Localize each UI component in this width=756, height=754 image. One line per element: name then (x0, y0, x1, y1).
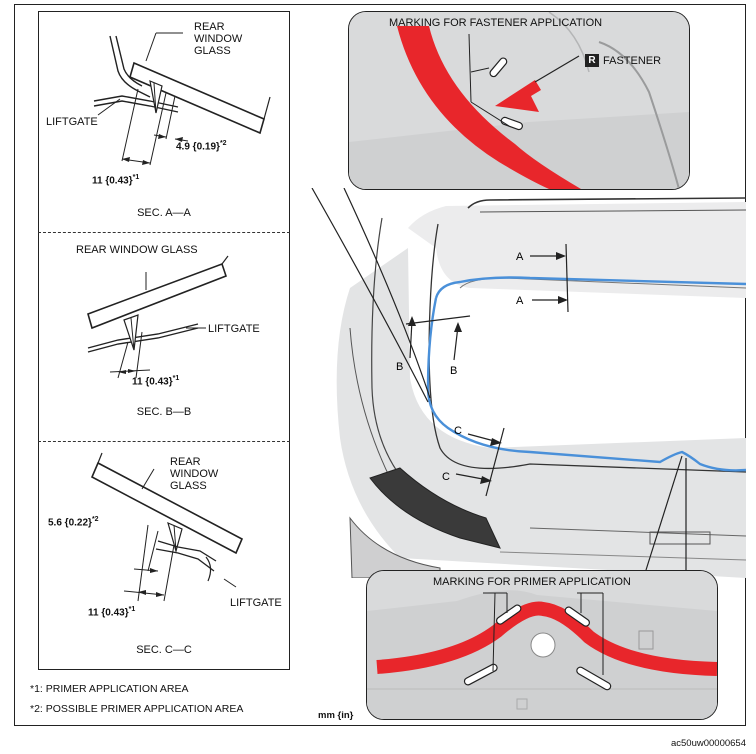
primer-detail-drawing (367, 571, 717, 719)
dimension-label: 11 {0.43}*1 (132, 373, 179, 388)
glass-label: REAR WINDOW GLASS (76, 244, 198, 256)
primer-marking-callout: MARKING FOR PRIMER APPLICATION (366, 570, 718, 720)
section-a-title: SEC. A—A (137, 207, 191, 219)
section-mark-b: B (450, 365, 457, 377)
fastener-detail-drawing (349, 12, 689, 189)
dimension-value: 11 {0.43} (88, 607, 129, 619)
section-divider (38, 441, 290, 442)
replace-part-badge: R (585, 54, 599, 67)
section-c-title: SEC. C—C (136, 644, 192, 656)
liftgate-label: LIFTGATE (230, 597, 282, 609)
section-c-drawing (90, 452, 244, 602)
glass-label: REAR WINDOW GLASS (194, 21, 243, 57)
liftgate-vehicle-view: A A B B C C (311, 188, 746, 578)
section-views-panel (38, 11, 290, 670)
dimension-note: *1 (128, 606, 136, 613)
dimension-label: 11 {0.43}*1 (88, 604, 135, 619)
footnote-possible-primer-area: *2: POSSIBLE PRIMER APPLICATION AREA (30, 703, 244, 715)
dimension-note: *1 (172, 375, 180, 382)
section-mark-a: A (516, 295, 524, 307)
dimension-label: 11 {0.43}*1 (92, 172, 139, 187)
primer-callout-heading: MARKING FOR PRIMER APPLICATION (433, 576, 631, 588)
section-mark-b: B (396, 361, 403, 373)
dimension-note: *2 (219, 140, 227, 147)
dimension-note: *2 (91, 516, 99, 523)
section-mark-c: C (442, 471, 450, 483)
section-mark-a: A (516, 251, 524, 263)
footnote-primer-area: *1: PRIMER APPLICATION AREA (30, 683, 189, 695)
fastener-callout-heading: MARKING FOR FASTENER APPLICATION (389, 17, 603, 29)
section-divider (38, 232, 290, 233)
fastener-marking-callout: MARKING FOR FASTENER APPLICATION R FASTE… (348, 11, 690, 190)
dimension-value: 11 {0.43} (132, 376, 173, 388)
dimension-value: 4.9 {0.19} (176, 141, 220, 153)
section-b-drawing (87, 255, 229, 379)
liftgate-label: LIFTGATE (208, 323, 260, 335)
fastener-label: FASTENER (603, 55, 662, 67)
figure-code: ac50uw00000654 (670, 738, 746, 749)
units-label: mm {in} (318, 710, 354, 721)
section-mark-c: C (454, 425, 462, 437)
glass-label: REAR WINDOW GLASS (170, 456, 219, 492)
section-a-drawing (93, 32, 271, 166)
dimension-value: 11 {0.43} (92, 175, 133, 187)
dimension-label: 5.6 {0.22}*2 (48, 514, 99, 529)
dimension-note: *1 (132, 174, 140, 181)
section-b-title: SEC. B—B (136, 406, 192, 418)
liftgate-label: LIFTGATE (46, 116, 98, 128)
dimension-label: 4.9 {0.19}*2 (176, 138, 227, 153)
figure-frame (14, 4, 746, 726)
dimension-value: 5.6 {0.22} (48, 517, 92, 529)
